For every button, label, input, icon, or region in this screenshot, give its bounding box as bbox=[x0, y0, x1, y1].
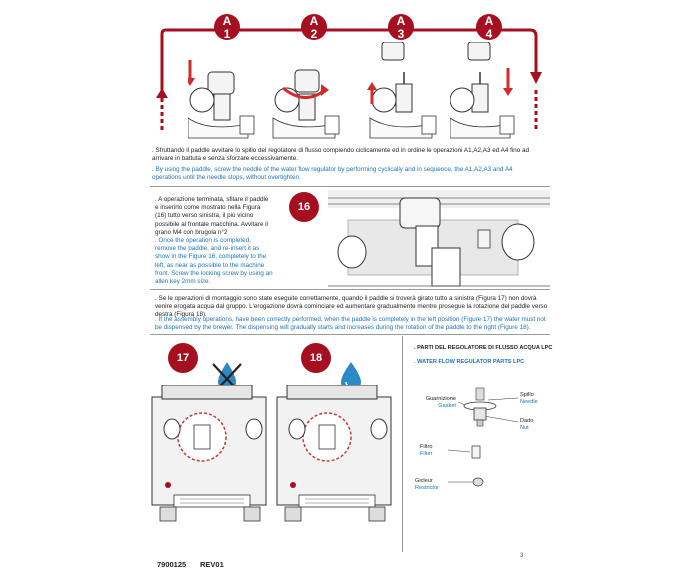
page-number: 3 bbox=[520, 553, 524, 559]
espresso-machine-left bbox=[151, 385, 267, 522]
instruction-2-english: . Once the operation is completed, remov… bbox=[155, 237, 273, 286]
vertical-divider bbox=[402, 336, 403, 552]
cycle-loop bbox=[156, 28, 542, 132]
valve-illustration-a4 bbox=[450, 42, 515, 139]
instruction-3-english: . If the assembly operations, have been … bbox=[155, 316, 546, 332]
parts-title-italian: . PARTI DEL REGOLATORE DI FLUSSO ACQUA L… bbox=[414, 345, 553, 351]
valve-illustration-a2 bbox=[272, 69, 340, 139]
instruction-1-italian: . Sfruttando il paddle avvitare lo spill… bbox=[152, 147, 529, 163]
divider bbox=[150, 186, 550, 187]
espresso-machine-right bbox=[276, 385, 392, 522]
instruction-2-italian: . A operazione terminata, sfilare il pad… bbox=[155, 196, 269, 236]
divider bbox=[150, 289, 550, 290]
figure-17-badge: 17 bbox=[168, 343, 198, 373]
figure-16-badge: 16 bbox=[289, 192, 319, 222]
figure-18-badge: 18 bbox=[301, 343, 331, 373]
instruction-1-english: . By using the paddle, screw the neddle … bbox=[152, 166, 513, 182]
document-code: 7900125 bbox=[157, 560, 187, 569]
divider bbox=[150, 334, 550, 335]
flow-regulator-parts-illustration bbox=[448, 387, 519, 487]
figure-16-illustration bbox=[328, 190, 550, 288]
valve-illustration-a1 bbox=[188, 60, 255, 139]
revision: REV01 bbox=[200, 560, 224, 569]
valve-illustration-a3 bbox=[367, 42, 437, 139]
parts-title-english: . WATER FLOW REGULATOR PARTS LPC bbox=[414, 359, 525, 365]
instruction-3-italian: . Se le operazioni di montaggio sono sta… bbox=[155, 295, 548, 319]
